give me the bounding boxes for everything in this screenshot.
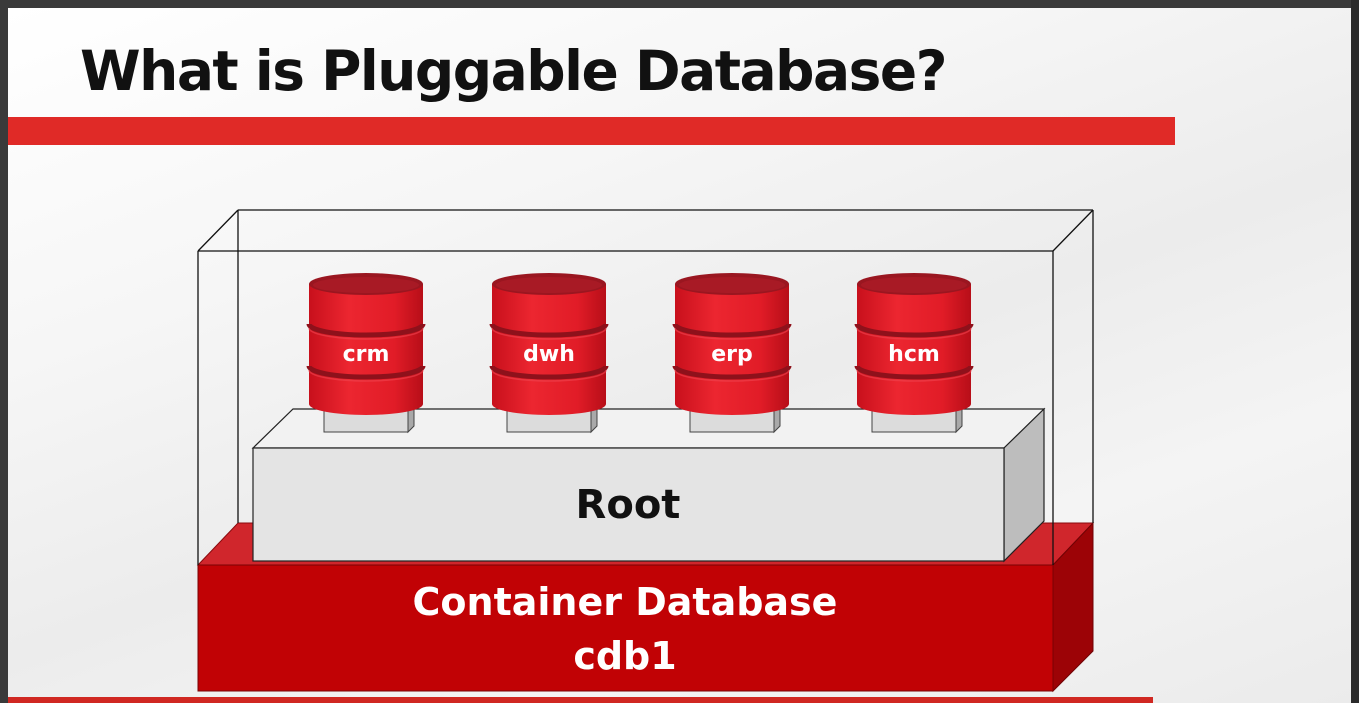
container-database-label: Container Database xyxy=(413,580,838,624)
database-cylinder-icon xyxy=(672,273,792,415)
slide: What is Pluggable Database? xyxy=(8,8,1351,703)
database-cylinder-icon xyxy=(306,273,426,415)
database-cylinder-icon xyxy=(489,273,609,415)
database-cylinder-icon xyxy=(854,273,974,415)
glass-container-front xyxy=(197,209,1094,565)
pdb-0: crm xyxy=(306,273,426,434)
window-edge xyxy=(1351,0,1359,703)
pluggable-database-group: crm dwh erp hcm xyxy=(306,273,974,434)
pdb-label: crm xyxy=(343,342,390,367)
pdb-label: hcm xyxy=(888,342,940,367)
pdb-1: dwh xyxy=(489,273,609,434)
pdb-label: dwh xyxy=(523,342,575,367)
bottom-accent-strip xyxy=(8,697,1153,703)
title-accent-bar xyxy=(8,117,1175,145)
slide-title: What is Pluggable Database? xyxy=(80,39,948,103)
container-database-name: cdb1 xyxy=(573,634,676,678)
root-box xyxy=(251,407,1046,563)
pluggable-database-diagram: crm dwh erp hcm Root Container Database cdb… xyxy=(196,209,1095,693)
root-label: Root xyxy=(576,482,681,528)
pdb-2: erp xyxy=(672,273,792,434)
glass-container-back xyxy=(237,209,1094,523)
pdb-label: erp xyxy=(711,342,753,367)
pdb-3: hcm xyxy=(854,273,974,434)
